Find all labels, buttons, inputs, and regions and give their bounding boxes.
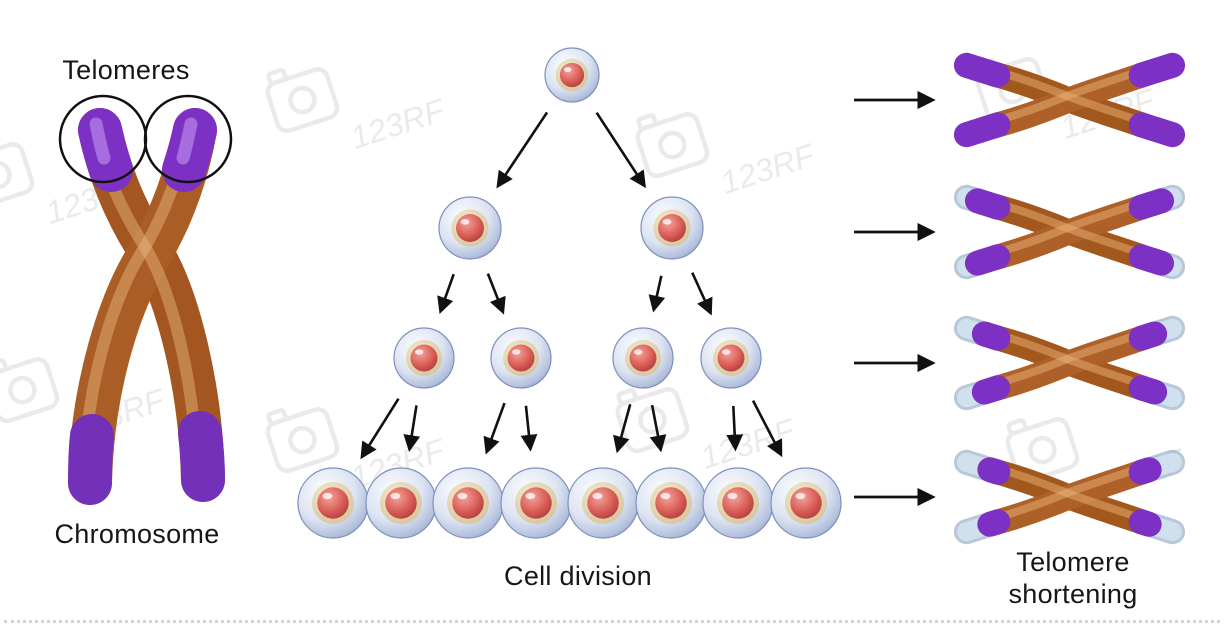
chromosome-stage-figure bbox=[953, 449, 1186, 545]
cell bbox=[490, 327, 552, 389]
telomere-stage-3 bbox=[852, 308, 1187, 418]
cell bbox=[438, 196, 502, 260]
chromosome-label: Chromosome bbox=[54, 519, 220, 549]
cell bbox=[297, 467, 369, 539]
telomere-stage-4 bbox=[852, 442, 1187, 552]
telomere-stage-2 bbox=[852, 177, 1187, 287]
division-arrow bbox=[496, 111, 549, 189]
telomere-shortening-line2: shortening bbox=[1008, 579, 1138, 609]
cell bbox=[432, 467, 504, 539]
cell bbox=[567, 467, 639, 539]
division-arrow bbox=[613, 403, 632, 454]
cell-division-label: Cell division bbox=[504, 561, 652, 591]
division-arrow bbox=[483, 402, 506, 455]
division-arrow bbox=[403, 405, 421, 453]
cell bbox=[544, 47, 600, 103]
division-arrow bbox=[751, 400, 783, 458]
bottom-dotted-line bbox=[4, 620, 1220, 623]
chromosome-stage-figure bbox=[953, 184, 1186, 280]
chromosome-stage-figure bbox=[953, 52, 1186, 148]
telomere-highlight-circles bbox=[58, 94, 233, 184]
telomeres-label: Telomeres bbox=[62, 55, 190, 85]
telomere-stage-1 bbox=[852, 45, 1187, 155]
cell bbox=[640, 196, 704, 260]
chromosome-stage-figure bbox=[953, 315, 1186, 411]
division-arrow bbox=[360, 397, 400, 460]
division-arrow bbox=[726, 405, 744, 452]
division-arrow bbox=[595, 111, 646, 189]
division-arrow bbox=[486, 273, 506, 315]
cell bbox=[365, 467, 437, 539]
cell bbox=[700, 327, 762, 389]
division-arrow bbox=[691, 272, 713, 316]
stage-arrow bbox=[854, 353, 936, 373]
division-arrow bbox=[520, 405, 538, 452]
division-arrow bbox=[648, 275, 666, 313]
cell bbox=[770, 467, 842, 539]
cell-division-tree bbox=[297, 47, 842, 539]
telomere-shortening-line1: Telomere bbox=[1016, 547, 1130, 577]
stage-arrow bbox=[854, 487, 936, 507]
division-arrow bbox=[437, 273, 455, 315]
chromosome-figure bbox=[58, 94, 233, 505]
telomere-tips bbox=[68, 108, 225, 505]
cell bbox=[500, 467, 572, 539]
stage-arrow bbox=[854, 222, 936, 242]
cell bbox=[635, 467, 707, 539]
cell bbox=[702, 467, 774, 539]
cell bbox=[612, 327, 674, 389]
cell bbox=[393, 327, 455, 389]
stage-arrow bbox=[854, 90, 936, 110]
division-arrow bbox=[649, 404, 667, 453]
telomere-shortening-label: Telomere shortening bbox=[944, 546, 1202, 610]
